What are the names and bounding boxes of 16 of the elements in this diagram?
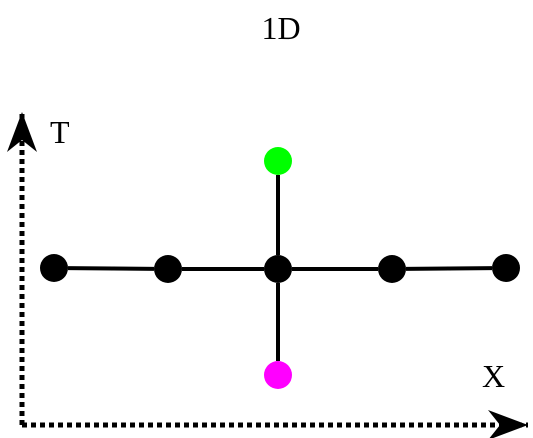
connector-line: [68, 266, 154, 271]
dot: [40, 254, 68, 282]
connector-line: [276, 283, 280, 361]
dot: [264, 361, 292, 389]
dot: [492, 254, 520, 282]
dot: [264, 147, 292, 175]
connector-line: [406, 266, 492, 271]
axis-label: T: [50, 116, 70, 148]
dot: [154, 255, 182, 283]
title: 1D: [261, 12, 301, 44]
dot: [264, 255, 292, 283]
dot: [378, 255, 406, 283]
axis-label: X: [482, 360, 506, 392]
connector-line: [276, 175, 280, 255]
connector-line: [182, 267, 264, 271]
connector-line: [292, 267, 378, 271]
